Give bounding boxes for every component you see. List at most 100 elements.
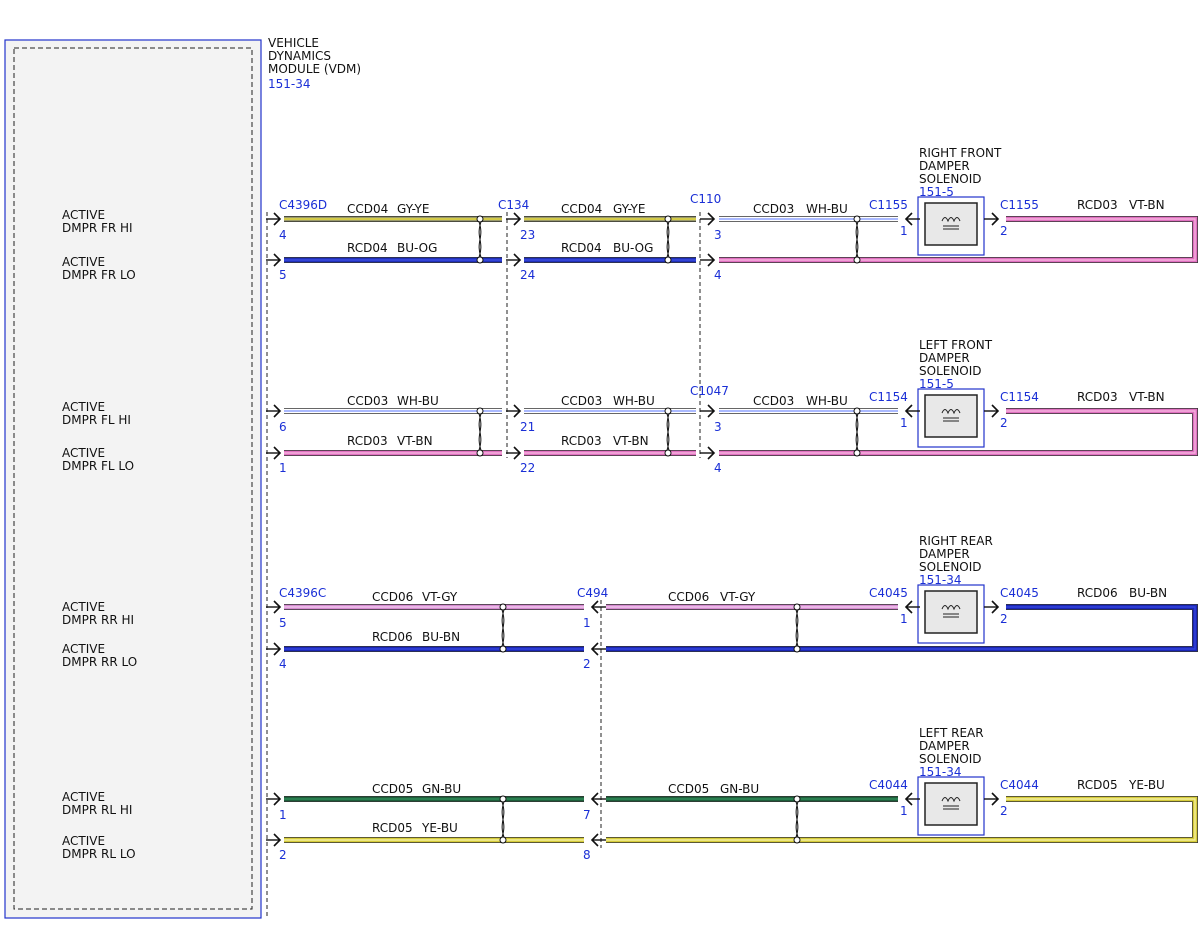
return-wire-color: VT-BN — [1129, 390, 1165, 404]
rear-hi-pin-1: 5 — [279, 616, 287, 630]
return-wire-circuit: RCD03 — [1077, 390, 1118, 404]
signal-label-rr-hi-2: DMPR RR HI — [62, 613, 134, 627]
rear-hi-arrow-1 — [266, 792, 282, 806]
front-hi-s2-color: WH-BU — [613, 394, 655, 408]
signal-labels: ACTIVE DMPR FR HI ACTIVE DMPR FR LO ACTI… — [62, 208, 137, 861]
coil-icon — [941, 409, 961, 415]
front-lo-arrow — [266, 253, 282, 267]
wires — [284, 215, 1198, 844]
solenoid-conn-out: C4045 — [1000, 586, 1039, 600]
front-hi-pin-1: 6 — [279, 420, 287, 434]
solenoid-name-line: SOLENOID — [919, 172, 982, 186]
front-hi-s1-circuit: CCD04 — [347, 202, 388, 216]
return-wire-color: BU-BN — [1129, 586, 1167, 600]
front-hi-s2-circuit: CCD04 — [561, 202, 602, 216]
coil-icon — [941, 605, 961, 611]
solenoid-name-line: DAMPER — [919, 739, 970, 753]
rear-lo-arrow-1 — [266, 833, 282, 847]
solenoid-name-line: RIGHT REAR — [919, 534, 993, 548]
rear-hi-pin-2: 1 — [583, 616, 591, 630]
rear-lo-pin-1: 2 — [279, 848, 287, 862]
solenoid-in-arrow — [904, 404, 920, 418]
solenoid-name-line: DAMPER — [919, 159, 970, 173]
solenoid-name-line: LEFT REAR — [919, 726, 984, 740]
solenoid-out-arrow — [984, 212, 1000, 226]
front-hi-s3-circuit: CCD03 — [753, 394, 794, 408]
solenoid-return-wire — [1006, 604, 1198, 652]
solenoid-name-line: SOLENOID — [919, 560, 982, 574]
coil-icon — [941, 797, 961, 803]
front-hi-arrow — [700, 404, 716, 418]
front-hi-s3-circuit: CCD03 — [753, 202, 794, 216]
solenoid-ref: 151-5 — [919, 185, 954, 199]
front-twist-1 — [476, 407, 484, 457]
rear-lo-s1-color: BU-BN — [422, 630, 460, 644]
solenoid-conn-out: C1155 — [1000, 198, 1039, 212]
solenoid-conn-in: C4044 — [869, 778, 908, 792]
front-lo-arrow — [700, 253, 716, 267]
signal-label-rr-hi-1: ACTIVE — [62, 600, 105, 614]
front-hi-pin-3: 3 — [714, 420, 722, 434]
rear-lo-pin-2: 8 — [583, 848, 591, 862]
rear-lo-arrow-1 — [266, 642, 282, 656]
rear-hi-pin-1: 1 — [279, 808, 287, 822]
solenoid-name-line: SOLENOID — [919, 752, 982, 766]
solenoid-conn-out: C1154 — [1000, 390, 1039, 404]
front-lo-arrow — [506, 446, 522, 460]
front-lo-pin-3: 4 — [714, 268, 722, 282]
solenoid-pin-in: 1 — [900, 224, 908, 238]
front-hi-arrow — [506, 404, 522, 418]
solenoid-conn-out: C4044 — [1000, 778, 1039, 792]
rear-twist-2 — [793, 795, 801, 844]
solenoid-ref: 151-34 — [919, 765, 962, 779]
signal-label-fr-lo-2: DMPR FR LO — [62, 268, 136, 282]
solenoid-return-wire — [1006, 796, 1198, 843]
return-wire-color: YE-BU — [1128, 778, 1165, 792]
rear-lo-pin-1: 4 — [279, 657, 287, 671]
front-hi-arrow — [700, 212, 716, 226]
solenoid-out-arrow — [984, 792, 1000, 806]
rear-lo-arrow-2 — [590, 642, 606, 656]
connector-dashes — [266, 212, 701, 917]
solenoid-pin-out: 2 — [1000, 416, 1008, 430]
solenoid-return-wire — [1006, 408, 1198, 456]
solenoid-conn-in: C1154 — [869, 390, 908, 404]
front-hi-pin-1: 4 — [279, 228, 287, 242]
signal-label-rl-hi-1: ACTIVE — [62, 790, 105, 804]
front-lo-s1-color: BU-OG — [397, 241, 437, 255]
return-wire-color: VT-BN — [1129, 198, 1165, 212]
rear-hi-arrow-1 — [266, 600, 282, 614]
solenoid-body — [924, 590, 978, 634]
signal-label-fl-lo-1: ACTIVE — [62, 446, 105, 460]
solenoid-body — [924, 202, 978, 246]
front-twist-3 — [853, 407, 861, 457]
rear-lo-arrow-2 — [590, 833, 606, 847]
signal-label-fr-hi-2: DMPR FR HI — [62, 221, 133, 235]
front-conn-2: C134 — [498, 198, 529, 212]
front-twist-3 — [853, 215, 861, 264]
rear-lo-pin-2: 2 — [583, 657, 591, 671]
front-lo-s2-circuit: RCD03 — [561, 434, 602, 448]
solenoid-pin-in: 1 — [900, 416, 908, 430]
signal-label-fl-hi-1: ACTIVE — [62, 400, 105, 414]
solenoid-pin-in: 1 — [900, 804, 908, 818]
module-inner-dashed — [13, 47, 253, 910]
front-hi-arrow — [506, 212, 522, 226]
solenoid-pin-out: 2 — [1000, 224, 1008, 238]
solenoid-pin-out: 2 — [1000, 804, 1008, 818]
signal-label-rl-hi-2: DMPR RL HI — [62, 803, 132, 817]
solenoid-pin-in: 1 — [900, 612, 908, 626]
solenoid-ref: 151-5 — [919, 377, 954, 391]
rear-twist-1 — [499, 795, 507, 844]
front-hi-arrow — [266, 404, 282, 418]
front-lo-s2-color: BU-OG — [613, 241, 653, 255]
front-lo-pin-3: 4 — [714, 461, 722, 475]
signal-label-rr-lo-1: ACTIVE — [62, 642, 105, 656]
front-lo-pin-2: 24 — [520, 268, 535, 282]
rear-hi-pin-2: 7 — [583, 808, 591, 822]
